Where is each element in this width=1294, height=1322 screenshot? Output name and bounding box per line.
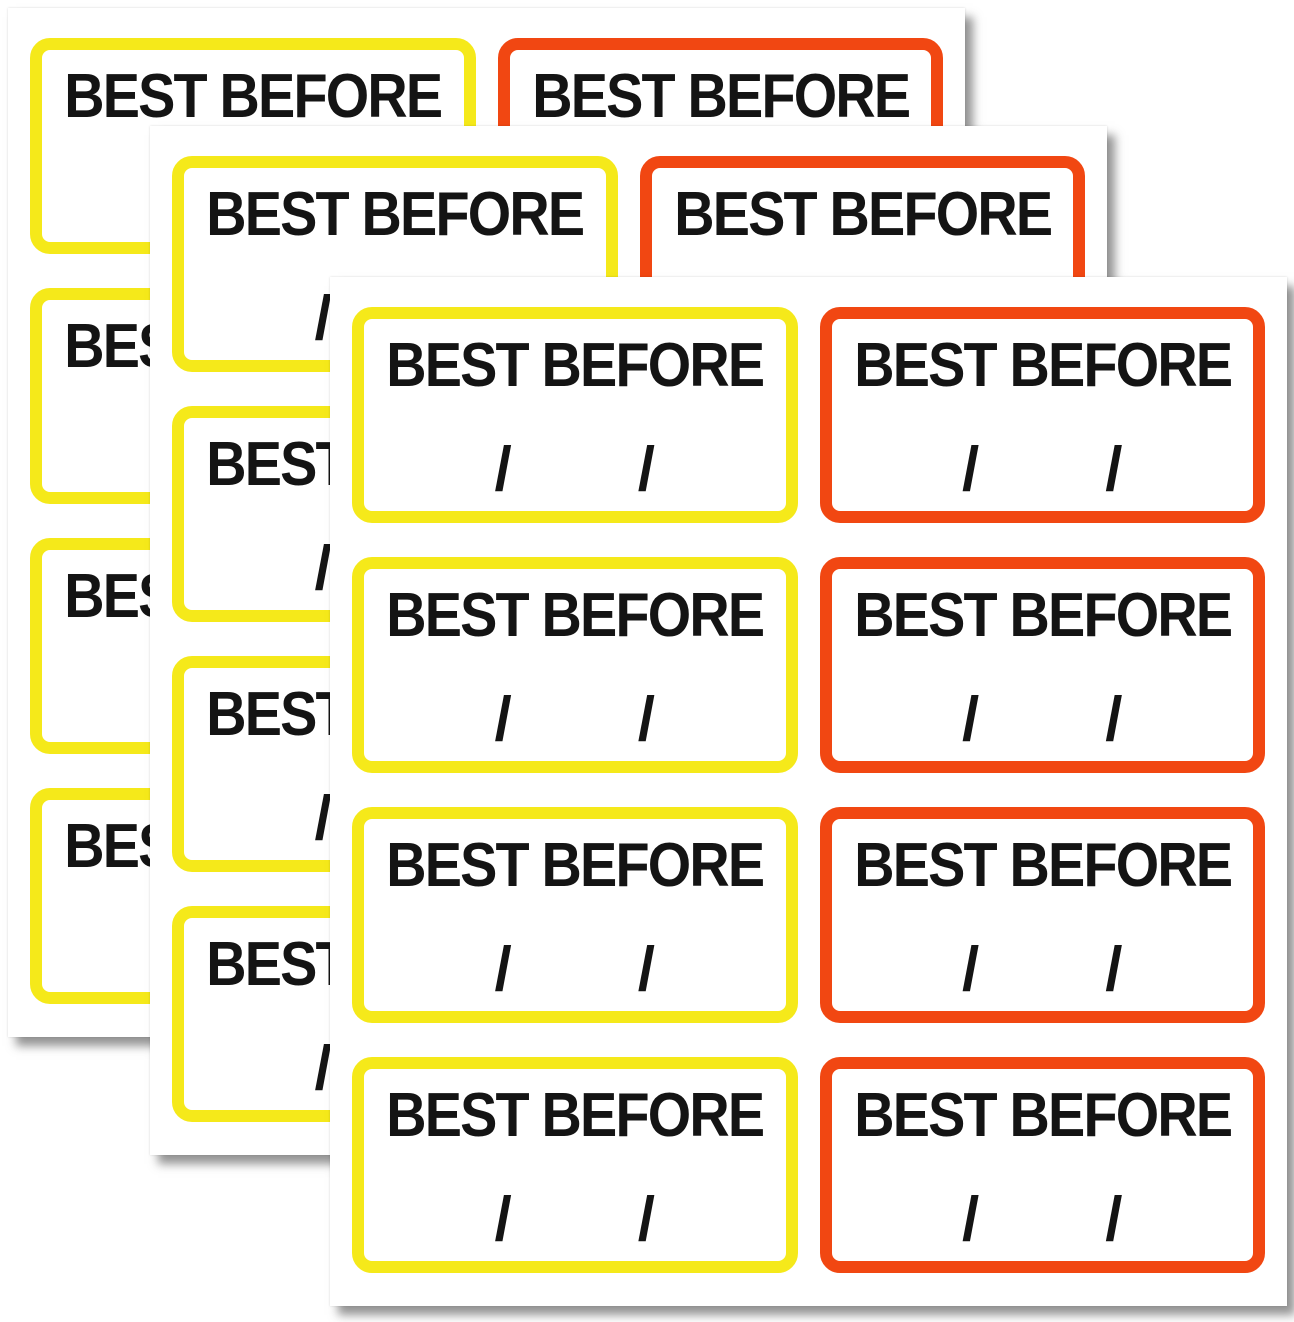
date-slash-left: / bbox=[314, 534, 332, 603]
sticker-sheet-front: BEST BEFORE / / BEST BEFORE / / BEST BEF… bbox=[330, 277, 1287, 1306]
date-slash-left: / bbox=[494, 435, 512, 504]
best-before-label: BEST BEFORE / / bbox=[819, 307, 1265, 523]
best-before-label: BEST BEFORE / / bbox=[819, 1057, 1265, 1273]
label-title: BEST BEFORE bbox=[386, 581, 765, 650]
date-slash-left: / bbox=[961, 685, 980, 754]
date-slash-right: / bbox=[637, 935, 656, 1004]
label-title: BEST BEFORE bbox=[673, 180, 1053, 249]
date-slash-right: / bbox=[1105, 1185, 1123, 1254]
best-before-label: BEST BEFORE / / bbox=[352, 1057, 798, 1273]
label-title: BEST BEFORE bbox=[206, 180, 585, 249]
date-slash-left: / bbox=[494, 935, 512, 1004]
best-before-label: BEST BEFORE / / bbox=[819, 807, 1265, 1023]
label-title: BEST BEFORE bbox=[531, 62, 911, 131]
date-slash-right: / bbox=[637, 1185, 656, 1254]
label-title: BEST BEFORE bbox=[853, 831, 1233, 900]
label-title: BEST BEFORE bbox=[64, 62, 443, 131]
label-title: BEST BEFORE bbox=[386, 831, 765, 900]
date-slash-right: / bbox=[1105, 435, 1123, 504]
date-slash-left: / bbox=[494, 685, 512, 754]
date-slash-right: / bbox=[637, 685, 656, 754]
date-slash-right: / bbox=[1105, 685, 1123, 754]
label-title: BEST BEFORE bbox=[386, 331, 765, 400]
best-before-label: BEST BEFORE / / bbox=[352, 307, 798, 523]
date-slash-right: / bbox=[1105, 935, 1123, 1004]
label-grid: BEST BEFORE / / BEST BEFORE / / BEST BEF… bbox=[352, 307, 1265, 1273]
label-title: BEST BEFORE bbox=[386, 1081, 765, 1150]
date-slash-left: / bbox=[494, 1185, 512, 1254]
date-slash-right: / bbox=[637, 435, 656, 504]
date-slash-left: / bbox=[314, 784, 332, 853]
best-before-label: BEST BEFORE / / bbox=[352, 807, 798, 1023]
date-slash-left: / bbox=[961, 935, 980, 1004]
best-before-label: BEST BEFORE / / bbox=[819, 557, 1265, 773]
date-slash-left: / bbox=[314, 1034, 332, 1103]
best-before-label: BEST BEFORE / / bbox=[352, 557, 798, 773]
date-slash-left: / bbox=[961, 435, 980, 504]
date-slash-left: / bbox=[314, 284, 332, 353]
label-title: BEST BEFORE bbox=[853, 581, 1233, 650]
date-slash-left: / bbox=[961, 1185, 980, 1254]
label-title: BEST BEFORE bbox=[853, 1081, 1233, 1150]
label-title: BEST BEFORE bbox=[853, 331, 1233, 400]
